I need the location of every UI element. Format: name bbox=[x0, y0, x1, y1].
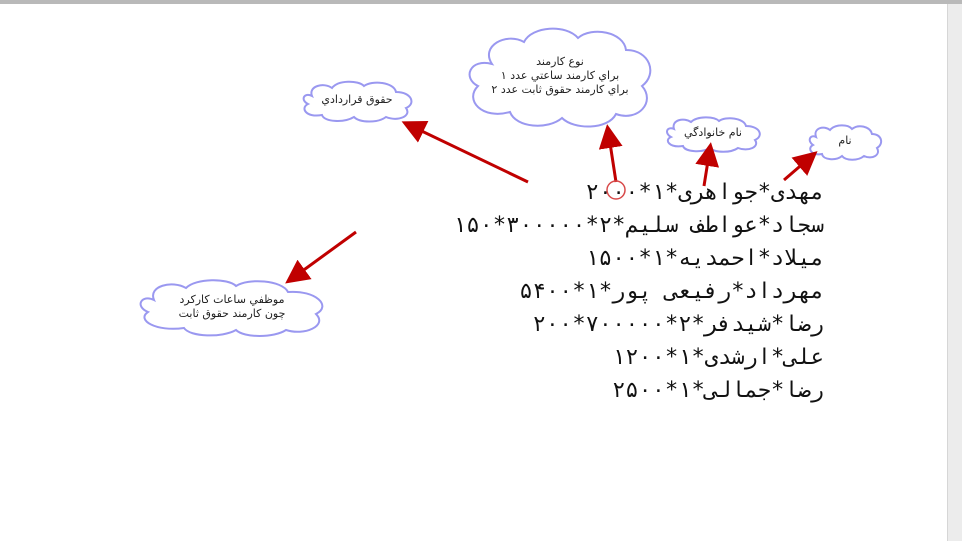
callout-hours-worked-line2: چون كارمند حقوق ثابت bbox=[178, 307, 286, 320]
callout-family-name-text: نام خانوادگي bbox=[684, 126, 742, 139]
record-line-4: مهرداد*رفیعی پور*۱*۵۴۰۰ bbox=[519, 279, 824, 304]
callout-employee-type-fixed: براي كارمند حقوق ثابت عدد ۲ bbox=[491, 83, 629, 96]
page-right-gutter bbox=[947, 4, 962, 541]
record-line-5: رضا*شیدفر*۲*۷۰۰۰۰۰*۲۰۰ bbox=[532, 312, 824, 337]
callout-contract-salary: حقوق قراردادي bbox=[298, 80, 416, 123]
record-line-3: میلاد*احمدیه*۱*۱۵۰۰ bbox=[585, 246, 824, 271]
callout-family-name: نام خانوادگي bbox=[662, 116, 764, 153]
record-line-1: مهدی*جواهری*۱*۲۰۰۰ bbox=[585, 180, 824, 205]
callout-employee-type-title: نوع کارمند bbox=[536, 55, 584, 68]
callout-first-name: نام bbox=[806, 124, 884, 161]
record-line-6: علی*ارشدی*۱*۱۲۰۰ bbox=[612, 345, 824, 370]
callout-contract-salary-text: حقوق قراردادي bbox=[321, 93, 393, 106]
callout-hours-worked-line1: موظفي ساعات كاركرد bbox=[179, 293, 285, 306]
callout-first-name-text: نام bbox=[838, 134, 852, 147]
callout-hours-worked: موظفي ساعات كاركرد چون كارمند حقوق ثابت bbox=[132, 279, 332, 337]
record-line-2: سجاد*عواطف سلیم*۲*۳۰۰۰۰۰*۱۵۰ bbox=[453, 213, 824, 238]
callout-employee-type: نوع کارمند براي كارمند ساعتي عدد ۱ براي … bbox=[462, 24, 658, 128]
callout-employee-type-hourly: براي كارمند ساعتي عدد ۱ bbox=[500, 69, 620, 82]
window-top-border bbox=[0, 0, 962, 4]
record-line-7: رضا*جمالی*۱*۲۵۰۰ bbox=[612, 378, 824, 403]
